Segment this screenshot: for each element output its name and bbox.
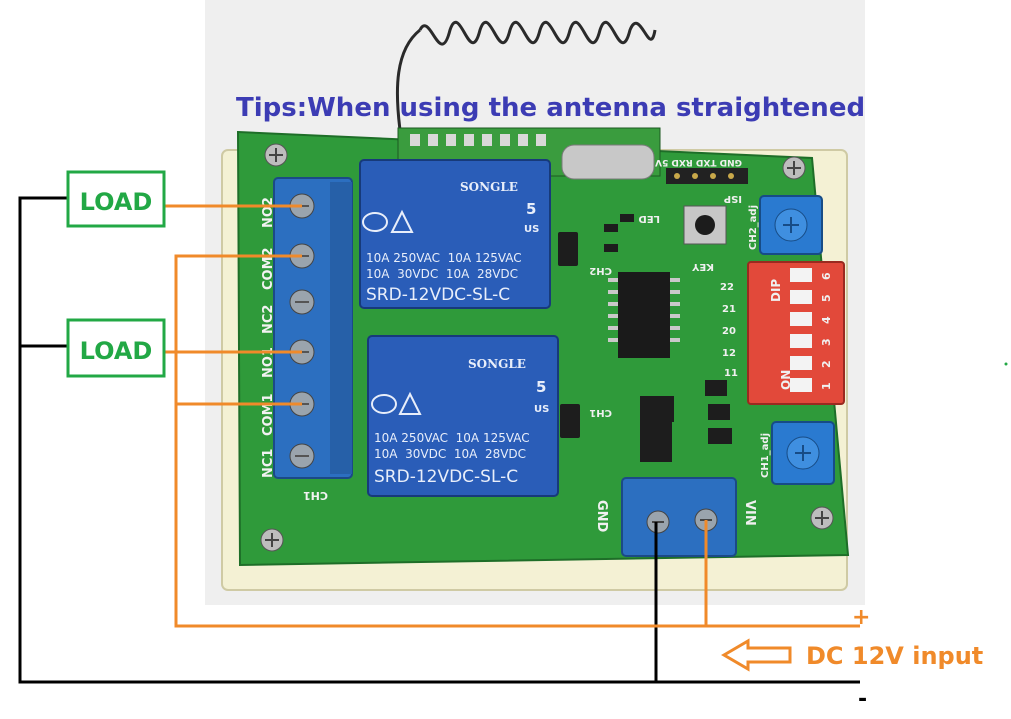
- vin-label: VIN: [742, 500, 757, 526]
- relay-ul-number: 5: [536, 378, 546, 396]
- ch2-label: CH2: [589, 265, 612, 276]
- led-label: LED: [638, 213, 660, 224]
- terminal-label-nc2: NC2: [261, 305, 276, 334]
- relay-upper: SONGLE 5 US 10A 250VAC 10A 125VAC 10A 30…: [359, 159, 551, 309]
- relay-rating-line2: 10A 30VDC 10A 28VDC: [374, 447, 526, 461]
- potentiometer-ch1: [771, 421, 835, 485]
- relay-rating-line1: 10A 250VAC 10A 125VAC: [366, 251, 522, 265]
- dip-number: 6: [820, 272, 833, 280]
- terminal-label-com1: COM1: [261, 393, 276, 436]
- dip-switch: [747, 261, 845, 405]
- channel-label: CH1: [303, 489, 328, 502]
- ic-chip: [608, 272, 680, 358]
- ch2-adj-label: CH2_adj: [748, 205, 759, 250]
- ic-pin-label: 11: [724, 368, 738, 379]
- antenna-icon: [395, 20, 657, 131]
- dip-on-label: ON: [779, 370, 793, 390]
- ch1-label: CH1: [589, 407, 612, 418]
- dip-number: 2: [820, 360, 833, 368]
- key-button: [683, 205, 727, 245]
- key-label: KEY: [691, 261, 714, 272]
- ic-pin-label: 21: [722, 304, 736, 315]
- isp-header: [666, 168, 748, 184]
- load-box-upper: LOAD: [66, 170, 166, 228]
- relay-ul-number: 5: [526, 200, 536, 218]
- ic-pin-label: 20: [722, 326, 736, 337]
- dip-number: 1: [820, 382, 833, 390]
- terminal-label-no2: NO2: [261, 197, 276, 228]
- screw-icon: [264, 143, 288, 167]
- load-box-lower: LOAD: [66, 318, 166, 378]
- relay-rating-line2: 10A 30VDC 10A 28VDC: [366, 267, 518, 281]
- relay-us: US: [534, 404, 549, 415]
- ic-pin-label: 12: [722, 348, 736, 359]
- screw-icon: [260, 528, 284, 552]
- relay-rating-line1: 10A 250VAC 10A 125VAC: [374, 431, 530, 445]
- orange-wires: [164, 204, 860, 628]
- gnd-label: GND: [594, 500, 609, 533]
- ic-pin-label: 22: [720, 282, 734, 293]
- relay-brand: SONGLE: [468, 357, 526, 371]
- dip-number: 4: [820, 316, 833, 324]
- tips-text: Tips:When using the antenna straightened: [236, 93, 865, 123]
- stray-dot: [1004, 362, 1008, 366]
- ch1-adj-label: CH1_adj: [760, 433, 771, 478]
- load-label: LOAD: [80, 337, 153, 365]
- terminal-label-no1: NO1: [261, 347, 276, 378]
- relay-brand: SONGLE: [460, 180, 518, 194]
- terminal-label-com2: COM2: [261, 247, 276, 290]
- relay-model: SRD-12VDC-SL-C: [366, 285, 510, 305]
- relay-model: SRD-12VDC-SL-C: [374, 467, 518, 487]
- isp-pins-label: GND TXD RXD 5V: [655, 157, 742, 167]
- dip-number: 3: [820, 338, 833, 346]
- terminal-label-nc1: NC1: [261, 449, 276, 478]
- relay-lower: SONGLE 5 US 10A 250VAC 10A 125VAC 10A 30…: [367, 335, 559, 497]
- terminal-block-relay: [273, 177, 353, 479]
- relay-us: US: [524, 224, 539, 235]
- isp-label: ISP: [724, 193, 742, 204]
- dip-number: 5: [820, 294, 833, 302]
- dc-input-label: DC 12V input: [806, 642, 983, 670]
- black-wires: [18, 196, 860, 684]
- screw-icon: [782, 156, 806, 180]
- arrow-left-icon: [721, 638, 792, 672]
- terminal-block-power: [621, 477, 737, 557]
- smd-components: [558, 214, 732, 462]
- load-label: LOAD: [80, 188, 153, 216]
- potentiometer-ch2: [759, 195, 823, 255]
- dip-label: DIP: [769, 279, 783, 302]
- screw-icon: [810, 506, 834, 530]
- minus-sign: -: [858, 687, 867, 712]
- plus-sign: +: [852, 605, 870, 630]
